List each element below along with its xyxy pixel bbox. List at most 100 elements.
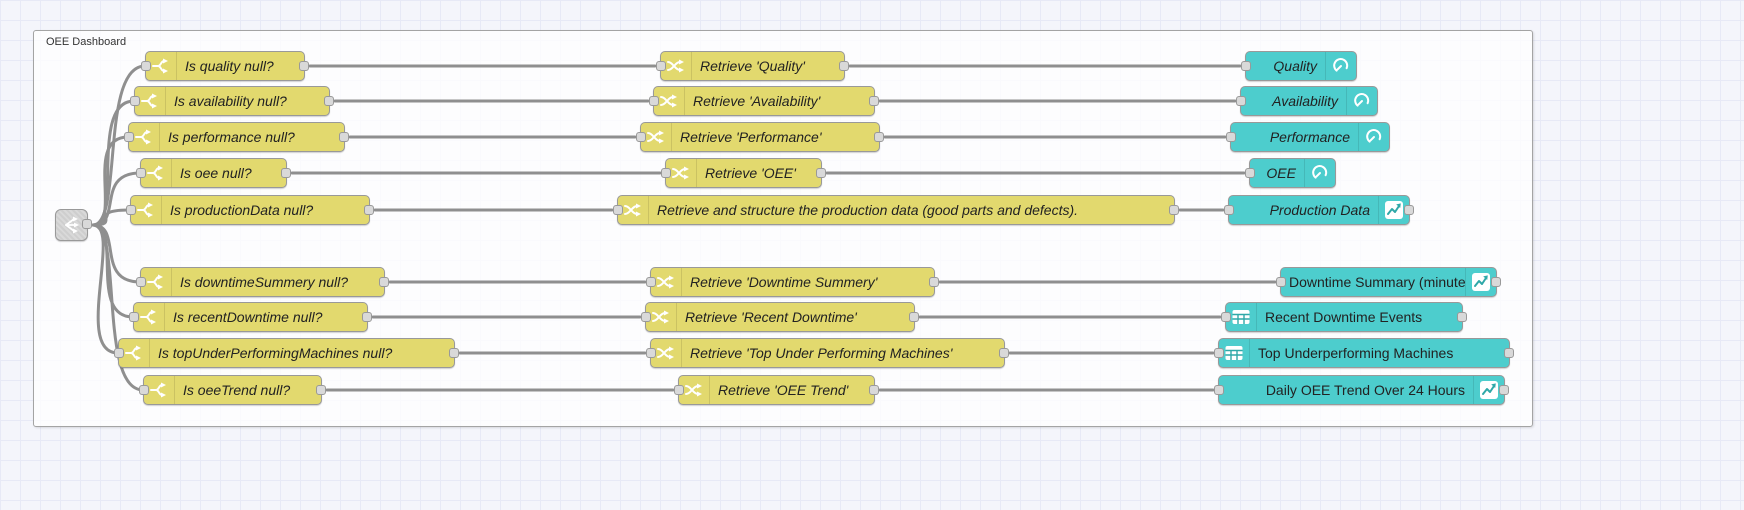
output-port[interactable] bbox=[281, 168, 291, 178]
output-port[interactable] bbox=[324, 96, 334, 106]
switch-node[interactable]: Is availability null? bbox=[130, 86, 334, 116]
change-node[interactable]: Retrieve 'Top Under Performing Machines' bbox=[646, 338, 1009, 368]
output-port[interactable] bbox=[929, 277, 939, 287]
output-port[interactable] bbox=[869, 385, 879, 395]
switch-node[interactable]: Is performance null? bbox=[124, 122, 349, 152]
switch-node[interactable]: Is oeeTrend null? bbox=[139, 375, 326, 405]
output-port[interactable] bbox=[999, 348, 1009, 358]
switch-node[interactable]: Is productionData null? bbox=[126, 195, 374, 225]
change-node[interactable]: Retrieve 'Downtime Summery' bbox=[646, 267, 939, 297]
change-node[interactable]: Retrieve 'Performance' bbox=[636, 122, 884, 152]
input-port[interactable] bbox=[1276, 277, 1286, 287]
wire[interactable] bbox=[91, 223, 145, 392]
node-label: Is oeeTrend null? bbox=[183, 382, 291, 398]
gauge-icon bbox=[1304, 159, 1335, 187]
wire[interactable] bbox=[91, 208, 132, 227]
input-port[interactable] bbox=[641, 312, 651, 322]
node-label: Is productionData null? bbox=[170, 202, 314, 218]
input-port[interactable] bbox=[613, 205, 623, 215]
shuffle-icon bbox=[618, 196, 649, 224]
shuffle-icon bbox=[641, 123, 672, 151]
output-port[interactable] bbox=[839, 61, 849, 71]
input-port[interactable] bbox=[674, 385, 684, 395]
node-label: Quality bbox=[1273, 58, 1317, 74]
node-label: Retrieve 'OEE Trend' bbox=[718, 382, 849, 398]
switch-node[interactable]: Is downtimeSummery null? bbox=[136, 267, 389, 297]
output-port[interactable] bbox=[816, 168, 826, 178]
change-node[interactable]: Retrieve 'Quality' bbox=[656, 51, 849, 81]
chart-node[interactable]: Production Data bbox=[1224, 195, 1414, 225]
input-port[interactable] bbox=[636, 132, 646, 142]
node-label: Production Data bbox=[1269, 202, 1370, 218]
input-port[interactable] bbox=[1221, 312, 1231, 322]
gauge-icon bbox=[1325, 52, 1356, 80]
output-port[interactable] bbox=[874, 132, 884, 142]
table-node[interactable]: Recent Downtime Events bbox=[1221, 302, 1467, 332]
input-port[interactable] bbox=[649, 96, 659, 106]
output-port[interactable] bbox=[1499, 385, 1509, 395]
fan-out-icon bbox=[57, 211, 87, 239]
change-node[interactable]: Retrieve 'Availability' bbox=[649, 86, 879, 116]
change-node[interactable]: Retrieve 'Recent Downtime' bbox=[641, 302, 919, 332]
switch-fork-icon bbox=[135, 87, 166, 115]
input-port[interactable] bbox=[1224, 205, 1234, 215]
change-node[interactable]: Retrieve 'OEE' bbox=[661, 158, 826, 188]
output-port[interactable] bbox=[909, 312, 919, 322]
output-port[interactable] bbox=[1504, 348, 1514, 358]
input-port[interactable] bbox=[139, 385, 149, 395]
table-node[interactable]: Top Underperforming Machines bbox=[1214, 338, 1514, 368]
input-port[interactable] bbox=[1214, 385, 1224, 395]
output-port[interactable] bbox=[869, 96, 879, 106]
wire[interactable] bbox=[91, 135, 130, 227]
input-port[interactable] bbox=[136, 168, 146, 178]
switch-node[interactable]: Is recentDowntime null? bbox=[129, 302, 372, 332]
output-port[interactable] bbox=[449, 348, 459, 358]
table-icon bbox=[1226, 303, 1257, 331]
gauge-node[interactable]: Availability bbox=[1236, 86, 1378, 116]
output-port[interactable] bbox=[1457, 312, 1467, 322]
input-port[interactable] bbox=[646, 277, 656, 287]
input-port[interactable] bbox=[1245, 168, 1255, 178]
switch-fork-icon bbox=[146, 52, 177, 80]
input-port[interactable] bbox=[661, 168, 671, 178]
switch-node[interactable]: Is quality null? bbox=[141, 51, 309, 81]
input-port[interactable] bbox=[1236, 96, 1246, 106]
change-node[interactable]: Retrieve 'OEE Trend' bbox=[674, 375, 879, 405]
switch-node[interactable]: Is oee null? bbox=[136, 158, 291, 188]
output-port[interactable] bbox=[299, 61, 309, 71]
chart-node[interactable]: Downtime Summary (minutes) bbox=[1276, 267, 1501, 297]
switch-node[interactable]: Is topUnderPerformingMachines null? bbox=[114, 338, 459, 368]
output-port[interactable] bbox=[362, 312, 372, 322]
input-port[interactable] bbox=[136, 277, 146, 287]
gauge-node[interactable]: Performance bbox=[1226, 122, 1390, 152]
gauge-node[interactable]: OEE bbox=[1245, 158, 1336, 188]
input-port[interactable] bbox=[124, 132, 134, 142]
change-node[interactable]: Retrieve and structure the production da… bbox=[613, 195, 1179, 225]
input-port[interactable] bbox=[129, 312, 139, 322]
input-port[interactable] bbox=[656, 61, 666, 71]
node-label: OEE bbox=[1266, 165, 1296, 181]
link-in-node[interactable] bbox=[55, 209, 92, 241]
chart-node[interactable]: Daily OEE Trend Over 24 Hours bbox=[1214, 375, 1509, 405]
input-port[interactable] bbox=[126, 205, 136, 215]
output-port[interactable] bbox=[379, 277, 389, 287]
node-label: Availability bbox=[1272, 93, 1338, 109]
output-port[interactable] bbox=[1491, 277, 1501, 287]
shuffle-icon bbox=[651, 339, 682, 367]
output-port[interactable] bbox=[82, 219, 92, 229]
input-port[interactable] bbox=[114, 348, 124, 358]
output-port[interactable] bbox=[1169, 205, 1179, 215]
input-port[interactable] bbox=[646, 348, 656, 358]
input-port[interactable] bbox=[141, 61, 151, 71]
output-port[interactable] bbox=[339, 132, 349, 142]
input-port[interactable] bbox=[1241, 61, 1251, 71]
input-port[interactable] bbox=[1214, 348, 1224, 358]
input-port[interactable] bbox=[130, 96, 140, 106]
output-port[interactable] bbox=[1404, 205, 1414, 215]
input-port[interactable] bbox=[1226, 132, 1236, 142]
output-port[interactable] bbox=[316, 385, 326, 395]
gauge-node[interactable]: Quality bbox=[1241, 51, 1357, 81]
output-port[interactable] bbox=[364, 205, 374, 215]
